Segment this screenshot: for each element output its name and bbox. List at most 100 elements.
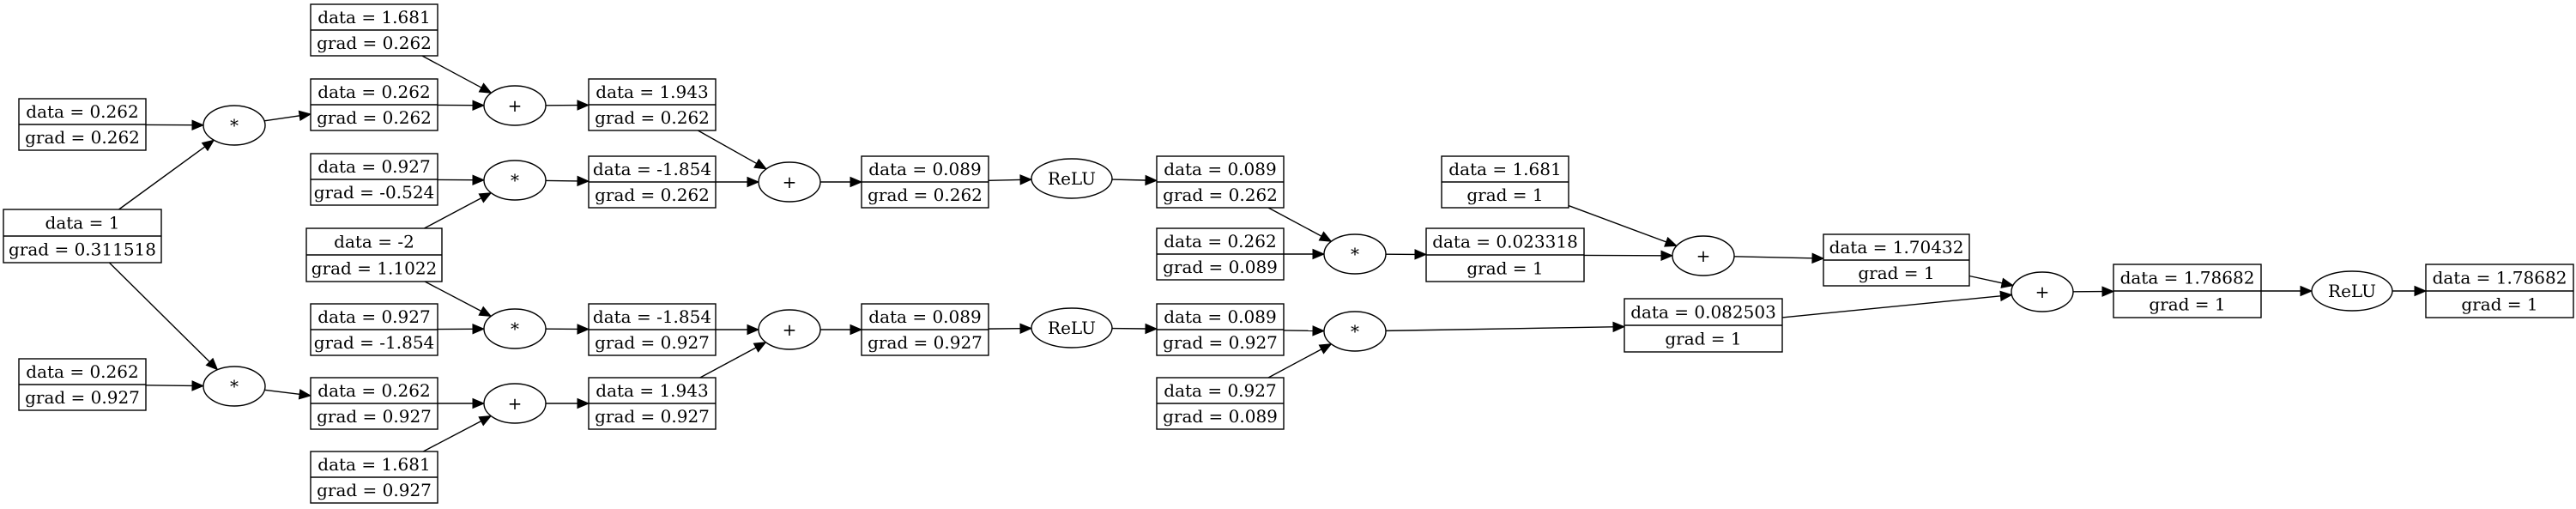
arrowhead <box>191 380 205 391</box>
op-node-op15: ReLU <box>2311 270 2393 312</box>
data-label: data = 1.681 <box>317 454 430 475</box>
arrowhead <box>472 100 486 111</box>
data-label: data = 0.262 <box>317 82 430 102</box>
arrowhead <box>577 324 590 335</box>
op-node-ellipse <box>483 308 547 349</box>
grad-label: grad = -0.524 <box>314 182 435 203</box>
grad-label: grad = 0.927 <box>25 387 140 408</box>
op-label: * <box>230 115 239 136</box>
arrowhead <box>1019 323 1033 334</box>
grad-label: grad = 0.089 <box>1163 257 1278 277</box>
op-label: + <box>508 95 523 116</box>
data-label: data = 1.681 <box>1448 159 1561 179</box>
op-node-ellipse <box>758 161 821 203</box>
grad-label: grad = 0.927 <box>1163 332 1278 353</box>
op-node-op6: * <box>1323 233 1387 275</box>
edge-s-op14 <box>1781 295 2001 318</box>
arrowhead <box>1999 290 2013 302</box>
arrowhead <box>850 324 863 336</box>
data-label: data = -2 <box>334 232 414 252</box>
grad-label: grad = 1 <box>1466 258 1543 279</box>
data-label: data = 0.089 <box>868 306 981 327</box>
op-node-ellipse <box>203 366 266 407</box>
edge-g-op1 <box>118 146 206 210</box>
op-node-op5: ReLU <box>1031 158 1113 199</box>
arrowhead <box>1414 249 1428 260</box>
op-label: * <box>511 170 519 191</box>
arrowhead <box>298 110 312 122</box>
op-label: * <box>1351 321 1359 342</box>
data-label: data = 1.943 <box>596 82 708 102</box>
op-label: * <box>511 318 519 339</box>
edge-op1-c <box>263 115 300 122</box>
data-label: data = 0.089 <box>1164 159 1276 179</box>
edge-op10-s <box>1385 326 1614 332</box>
op-node-op7: + <box>1672 235 1735 276</box>
op-node-op11: + <box>483 383 547 424</box>
edge-i-op5 <box>988 179 1021 181</box>
value-node-k: data = 0.262 grad = 0.089 <box>1156 227 1285 281</box>
arrowhead <box>298 389 312 400</box>
arrowhead <box>577 175 590 187</box>
op-node-op1: * <box>203 105 266 146</box>
op-label: + <box>508 393 523 414</box>
data-label: data = 0.262 <box>1164 231 1276 251</box>
op-node-ellipse <box>1323 311 1387 352</box>
arrowhead <box>1318 231 1333 242</box>
op-node-ellipse <box>483 383 547 424</box>
data-label: data = 0.927 <box>317 306 430 327</box>
grad-label: grad = 1 <box>2149 294 2225 315</box>
edge-d-op4 <box>697 130 757 165</box>
edge-n-op14 <box>1968 275 2003 284</box>
op-node-ellipse <box>483 160 547 201</box>
arrowhead <box>1612 321 1626 333</box>
grad-label: grad = 1 <box>1665 329 1741 349</box>
grad-label: grad = 0.262 <box>1163 185 1278 205</box>
data-label: data = 0.023318 <box>1432 232 1578 252</box>
data-label: data = 1 <box>45 213 120 233</box>
edge-a-op2 <box>421 55 482 88</box>
grad-label: grad = 0.927 <box>595 406 710 427</box>
edge-z-op11 <box>422 421 481 452</box>
grad-label: grad = 0.927 <box>868 332 983 353</box>
data-label: data = 1.78682 <box>2433 268 2567 288</box>
op-label: + <box>2035 282 2050 302</box>
value-node-j: data = 0.089 grad = 0.262 <box>1156 155 1285 209</box>
arrowhead <box>577 100 590 111</box>
op-label: + <box>1696 245 1711 266</box>
arrowhead <box>1312 325 1326 336</box>
op-label: ReLU <box>1048 168 1096 189</box>
edge-x-op8 <box>699 347 757 379</box>
grad-label: grad = 0.927 <box>317 406 432 427</box>
arrowhead <box>1145 174 1158 186</box>
arrowhead <box>1312 248 1326 260</box>
op-label: ReLU <box>2328 281 2376 301</box>
op-node-op12: * <box>203 366 266 407</box>
arrowhead <box>1664 236 1678 247</box>
edge-l-op7 <box>1568 204 1666 243</box>
op-node-ellipse <box>1031 158 1113 199</box>
grad-label: grad = 0.089 <box>1163 406 1278 427</box>
op-label: + <box>783 319 797 340</box>
edge-op5-j <box>1111 179 1146 181</box>
arrowhead <box>577 397 590 409</box>
op-node-ellipse <box>203 105 266 146</box>
arrowhead <box>472 174 486 185</box>
grad-label: grad = 1.1022 <box>311 258 438 279</box>
arrowhead <box>478 82 493 94</box>
grad-label: grad = 1 <box>2461 294 2537 315</box>
